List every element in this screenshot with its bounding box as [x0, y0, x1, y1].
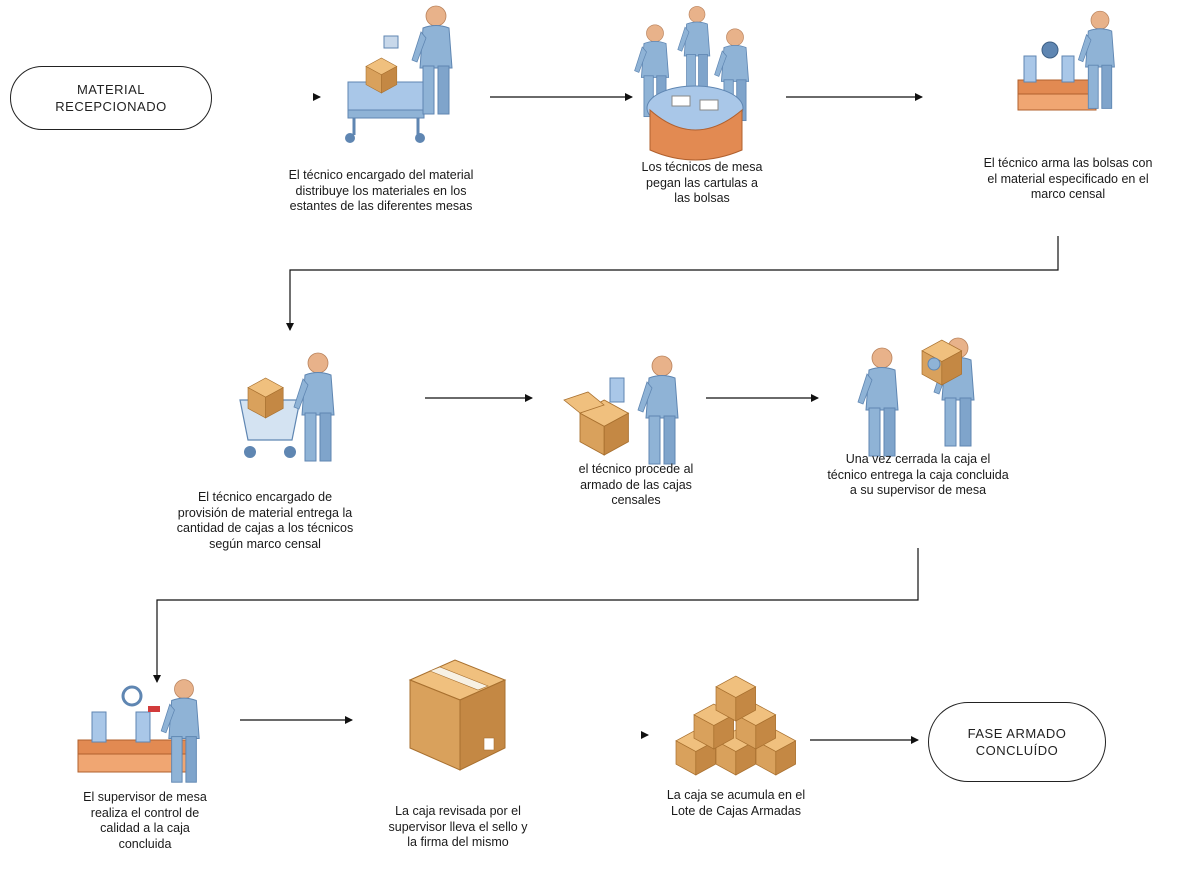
step-8-caption: La caja revisada por el supervisor lleva…	[388, 804, 528, 849]
step-3-caption: El técnico arma las bolsas con el materi…	[983, 156, 1153, 201]
technician-shopping-cart-icon	[239, 352, 335, 462]
step-5-caption: el técnico procede al armado de las caja…	[578, 462, 694, 507]
arrow-step6-to-step7	[153, 548, 919, 683]
connectors	[153, 93, 1059, 744]
start-terminal: MATERIAL RECEPCIONADO	[10, 66, 212, 130]
step-4-caption: El técnico encargado de provisión de mat…	[176, 490, 354, 551]
technician-open-box-icon	[563, 355, 679, 465]
technician-cart-icon	[345, 5, 453, 143]
technicians-handoff-box-icon	[857, 337, 975, 457]
arrow-step3-to-step4	[286, 236, 1059, 331]
technician-conveyor-icon	[1017, 10, 1115, 111]
stacked-boxes-icon	[675, 675, 796, 776]
step-7-caption: El supervisor de mesa realiza el control…	[83, 790, 207, 851]
end-terminal: FASE ARMADO CONCLUÍDO	[928, 702, 1106, 782]
step-6-caption: Una vez cerrada la caja el técnico entre…	[827, 452, 1009, 497]
sealed-box-icon	[408, 659, 507, 771]
step-2-caption: Los técnicos de mesa pegan las cartulas …	[641, 160, 763, 205]
supervisor-quality-check-icon	[77, 679, 200, 783]
technicians-at-table-icon	[634, 5, 750, 161]
step-9-caption: La caja se acumula en el Lote de Cajas A…	[666, 788, 806, 818]
step-1-caption: El técnico encargado del material distri…	[288, 168, 474, 213]
